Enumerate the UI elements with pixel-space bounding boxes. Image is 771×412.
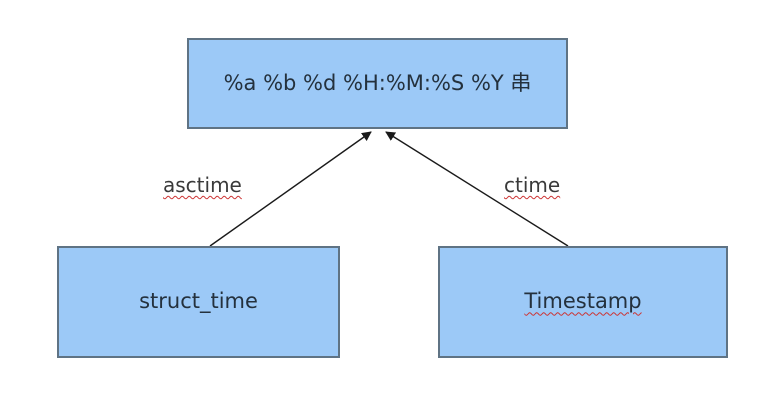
node-format-string-label: %a %b %d %H:%M:%S %Y 串 [223, 70, 532, 95]
node-struct-time-label: struct_time [139, 289, 258, 314]
edge-label-ctime: ctime [504, 173, 561, 197]
node-timestamp-label: Timestamp [524, 289, 642, 314]
edge-label-asctime: asctime [163, 173, 242, 197]
node-format-string[interactable]: %a %b %d %H:%M:%S %Y 串 [187, 38, 568, 129]
node-timestamp[interactable]: Timestamp [438, 246, 728, 358]
node-struct-time[interactable]: struct_time [57, 246, 340, 358]
